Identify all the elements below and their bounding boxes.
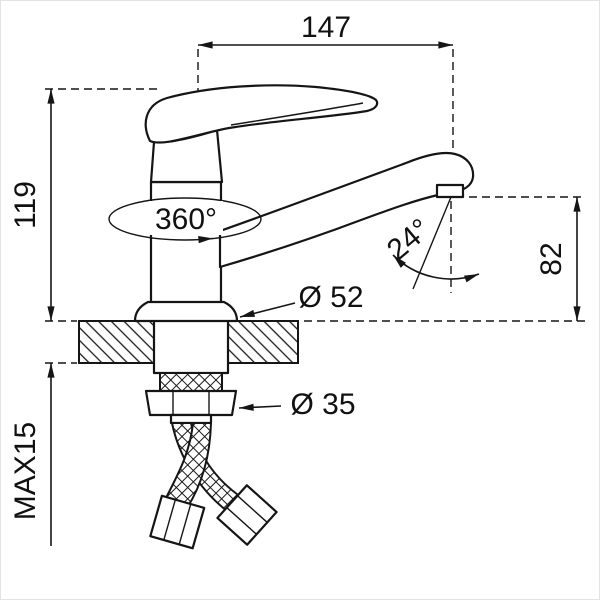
dim-height-label: 119 <box>9 181 42 229</box>
swivel-ellipse <box>108 197 262 241</box>
swivel-arrow <box>198 236 214 244</box>
hose-nut-left <box>149 494 206 550</box>
dim-spout-reach-label: 147 <box>301 11 351 44</box>
dim-max-thickness-label: MAX15 <box>9 422 42 520</box>
swivel-annotation: 360° <box>108 197 262 244</box>
hose-connector <box>169 413 213 425</box>
mounting-shank <box>152 316 230 375</box>
swivel-label: 360° <box>155 203 217 236</box>
countertop-section <box>78 320 299 364</box>
base-flange <box>133 300 239 323</box>
lever-handle <box>144 84 379 144</box>
dia-shank: Ø 35 <box>238 388 356 421</box>
dim-spout-reach: 147 <box>197 11 454 151</box>
faucet-outline <box>133 84 475 550</box>
supply-hoses <box>149 422 278 550</box>
dim-height: 119 <box>9 88 161 322</box>
angle-arc <box>392 254 480 283</box>
dim-max-thickness: MAX15 <box>9 362 77 546</box>
angle-label: 24° <box>381 212 437 266</box>
dim-outlet-height-label: 82 <box>535 242 568 275</box>
countertop-hatch-right <box>227 320 299 364</box>
dia-base-label: Ø 52 <box>298 281 363 314</box>
dia-base: Ø 52 <box>239 281 364 318</box>
dim-outlet-height: 82 <box>304 196 585 322</box>
aerator-outlet <box>435 183 465 199</box>
hose-nut-right <box>216 484 278 546</box>
dia-shank-label: Ø 35 <box>290 388 355 421</box>
countertop-hatch-left <box>78 320 155 364</box>
spout <box>218 151 475 269</box>
mounting-nut <box>144 389 238 417</box>
angle-annotation: 24° <box>381 196 480 293</box>
